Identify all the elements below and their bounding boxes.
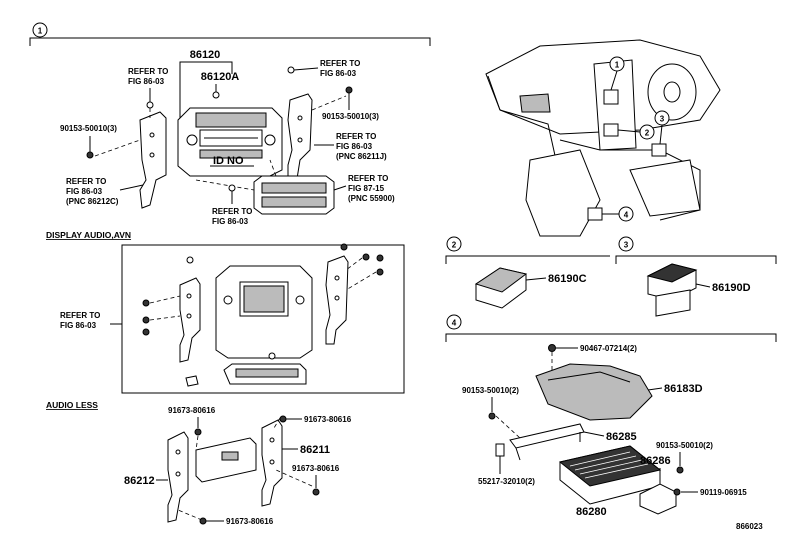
part-number-86212[interactable]: 86212 (124, 475, 155, 487)
refer-to-text: REFER TO (348, 174, 388, 183)
bolt-90153-right: 90153-50010(2) (656, 441, 713, 474)
section-2-number: 2 (452, 241, 457, 250)
bolt-90467: 90467-07214(2) (548, 344, 637, 376)
head-unit-86120: ID NO (177, 107, 283, 177)
part-number-86120[interactable]: 86120 (190, 49, 221, 61)
switch-86190d: 86190D (646, 263, 751, 317)
part-number-86285[interactable]: 86285 (606, 431, 637, 443)
svg-text:1: 1 (615, 61, 620, 70)
display-audio-header: DISPLAY AUDIO,AVN (46, 230, 131, 240)
svg-text:3: 3 (660, 115, 665, 124)
section-3-number: 3 (624, 241, 629, 250)
bracket-86285: 86285 (495, 415, 637, 461)
id-no-label: ID NO (213, 155, 244, 167)
fig-ref-text[interactable]: FIG 86-03 (336, 142, 373, 151)
part-number-86120a[interactable]: 86120A (201, 71, 240, 83)
section-1-header: 1 (29, 22, 431, 46)
bolt-90153-left: 90153-50010(2) (462, 386, 519, 420)
ref-fig-86-03-bottom: REFER TO FIG 86-03 (212, 184, 252, 226)
fig-ref-text[interactable]: FIG 86-03 (320, 69, 357, 78)
pnc-ref-text: (PNC 55900) (348, 194, 395, 203)
ref-fig-87-15-pnc-55900: REFER TO FIG 87-15 (PNC 55900) (333, 174, 395, 203)
section-2-header: 2 (445, 236, 610, 264)
screw-91673-bottom: 91673-80616 (199, 517, 274, 526)
refer-to-text: REFER TO (320, 59, 360, 68)
pnc-ref-text: (PNC 86211J) (336, 152, 387, 161)
climate-panel-55900 (195, 159, 335, 215)
bolt-label-right: 90153-50010(3) (322, 86, 379, 121)
display-audio-assembly (142, 243, 384, 387)
refer-to-text: REFER TO (212, 207, 252, 216)
screw-part-number[interactable]: 91673-80616 (226, 517, 274, 526)
audio-less-header: AUDIO LESS (46, 400, 98, 410)
bolt-part-number[interactable]: 90119-06915 (700, 488, 747, 497)
bolt-part-number[interactable]: 90153-50010(2) (656, 441, 713, 450)
part-number-86183d[interactable]: 86183D (664, 383, 703, 395)
bolt-label-left: 90153-50010(3) (60, 124, 117, 159)
fig-ref-text[interactable]: FIG 86-03 (128, 77, 165, 86)
bolt-part-number[interactable]: 90153-50010(3) (322, 112, 379, 121)
part-number-86190c[interactable]: 86190C (548, 273, 587, 285)
svg-text:4: 4 (624, 211, 629, 220)
fig-ref-text[interactable]: FIG 86-03 (212, 217, 249, 226)
label-86212: 86212 (124, 475, 168, 487)
bracket-left-86212c (94, 108, 167, 209)
diagram-number: 866023 (736, 522, 763, 531)
bolt-part-number[interactable]: 90153-50010(2) (462, 386, 519, 395)
ref-fig-86-03-display: REFER TO FIG 86-03 (60, 311, 122, 330)
fig-ref-text[interactable]: FIG 86-03 (66, 187, 103, 196)
part-number-86280[interactable]: 86280 (576, 506, 607, 518)
section-1-number: 1 (38, 27, 43, 36)
display-audio-box (121, 244, 405, 394)
bolt-part-number[interactable]: 90467-07214(2) (580, 344, 637, 353)
fig-ref-text[interactable]: FIG 87-15 (348, 184, 385, 193)
ref-fig-86-03-topleft: REFER TO FIG 86-03 (128, 67, 168, 109)
amplifier-86280: 86280 (558, 445, 662, 518)
dashboard-overview (485, 39, 721, 237)
refer-to-text: REFER TO (60, 311, 100, 320)
overview-callouts: 1 2 3 4 (602, 56, 670, 222)
screw-part-number[interactable]: 91673-80616 (292, 464, 340, 473)
svg-text:2: 2 (645, 129, 650, 138)
section-4-header: 4 (445, 314, 777, 342)
label-86211: 86211 (282, 444, 330, 456)
bracket-86286: 86286 (639, 455, 677, 515)
fig-ref-text[interactable]: FIG 86-03 (60, 321, 97, 330)
bolt-part-number[interactable]: 90153-50010(3) (60, 124, 117, 133)
refer-to-text: REFER TO (128, 67, 168, 76)
screw-part-number[interactable]: 91673-80616 (168, 406, 216, 415)
ref-fig-86-03-pnc-86211j: REFER TO FIG 86-03 (PNC 86211J) (314, 132, 387, 161)
part-number-86190d[interactable]: 86190D (712, 282, 751, 294)
screw-91673-lower-right: 91673-80616 (292, 464, 340, 496)
refer-to-text: REFER TO (336, 132, 376, 141)
section-4-number: 4 (452, 319, 457, 328)
bolt-90119: 90119-06915 (673, 488, 747, 497)
cover-86183d: 86183D (535, 363, 703, 421)
label-86120: 86120 86120A (179, 49, 240, 118)
ref-fig-86-03-topright: REFER TO FIG 86-03 (287, 59, 360, 78)
refer-to-text: REFER TO (66, 177, 106, 186)
section-3-header: 3 (615, 236, 777, 264)
ref-fig-86-03-pnc-86212c: REFER TO FIG 86-03 (PNC 86212C) (66, 177, 144, 206)
switch-86190c: 86190C (474, 267, 587, 309)
audio-less-assembly (167, 417, 313, 523)
clip-part-number[interactable]: 55217-32010(2) (478, 477, 535, 486)
screw-91673-top: 91673-80616 (168, 406, 216, 436)
screw-part-number[interactable]: 91673-80616 (304, 415, 352, 424)
part-number-86286[interactable]: 86286 (640, 455, 671, 467)
pnc-ref-text: (PNC 86212C) (66, 197, 119, 206)
clip-55217: 55217-32010(2) (478, 443, 535, 486)
part-number-86211[interactable]: 86211 (300, 444, 330, 456)
screw-91673-upper-right: 91673-80616 (279, 415, 352, 424)
